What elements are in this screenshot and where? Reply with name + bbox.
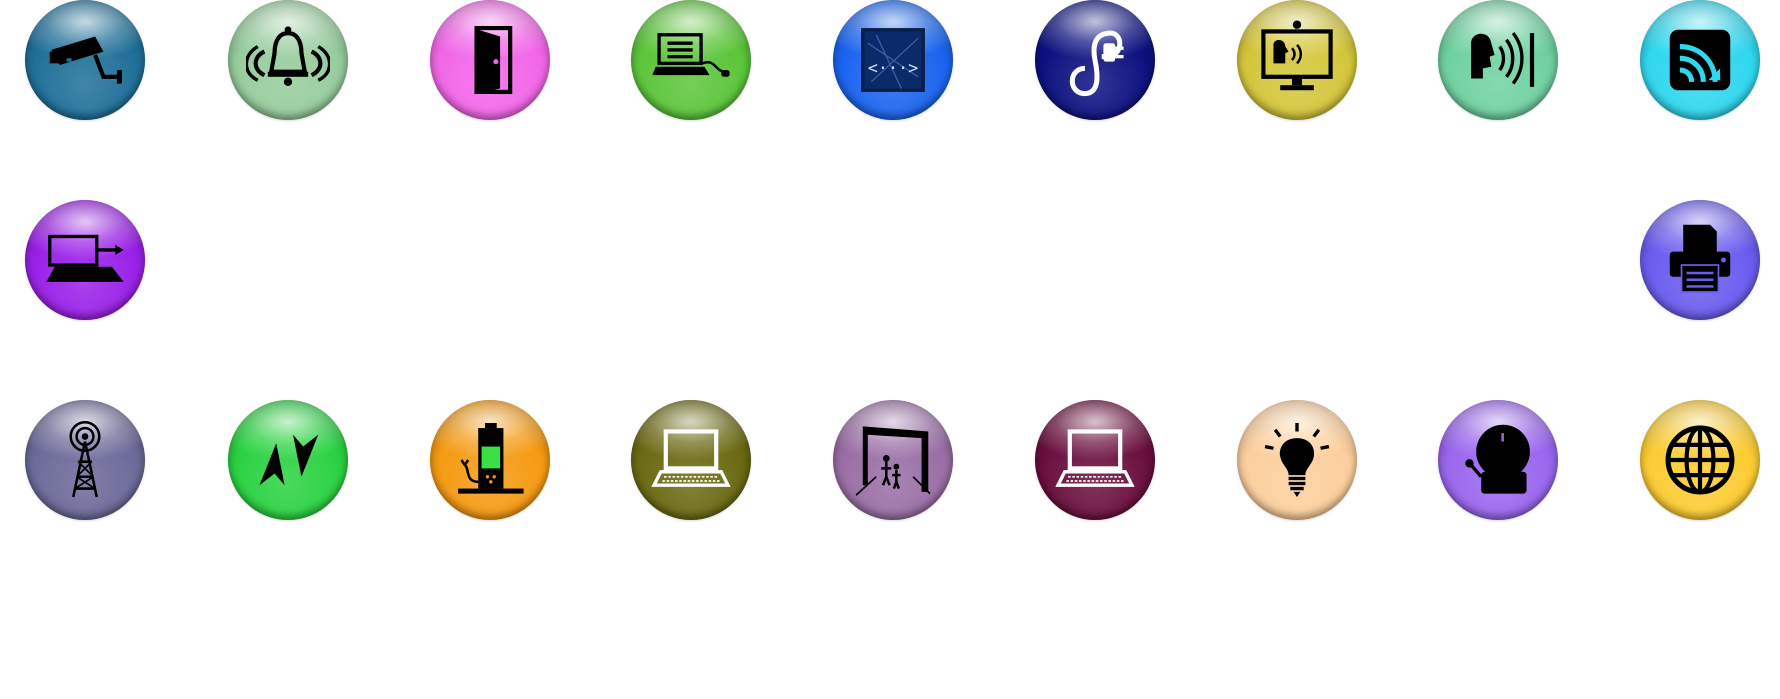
printer-icon[interactable] xyxy=(1640,200,1760,320)
remote-desktop-icon[interactable] xyxy=(25,200,145,320)
power-plug-icon[interactable] xyxy=(1035,0,1155,120)
gateway-people-icon[interactable] xyxy=(833,400,953,520)
video-conference-icon[interactable] xyxy=(1237,0,1357,120)
direction-arrows-icon[interactable] xyxy=(228,400,348,520)
svg-text:<···>: <···> xyxy=(868,57,919,77)
network-code-icon[interactable]: <···> xyxy=(833,0,953,120)
alarm-bell-icon[interactable] xyxy=(228,0,348,120)
school-bell-icon[interactable] xyxy=(1438,400,1558,520)
door-icon[interactable] xyxy=(430,0,550,120)
globe-icon[interactable] xyxy=(1640,400,1760,520)
voice-speaker-icon[interactable] xyxy=(1438,0,1558,120)
light-bulb-icon[interactable] xyxy=(1237,400,1357,520)
security-camera-icon[interactable] xyxy=(25,0,145,120)
computer-workstation-icon[interactable] xyxy=(631,0,751,120)
wireless-signal-icon[interactable] xyxy=(1640,0,1760,120)
laptop-maroon-icon[interactable] xyxy=(1035,400,1155,520)
battery-charger-icon[interactable] xyxy=(430,400,550,520)
laptop-olive-icon[interactable] xyxy=(631,400,751,520)
radio-tower-icon[interactable] xyxy=(25,400,145,520)
